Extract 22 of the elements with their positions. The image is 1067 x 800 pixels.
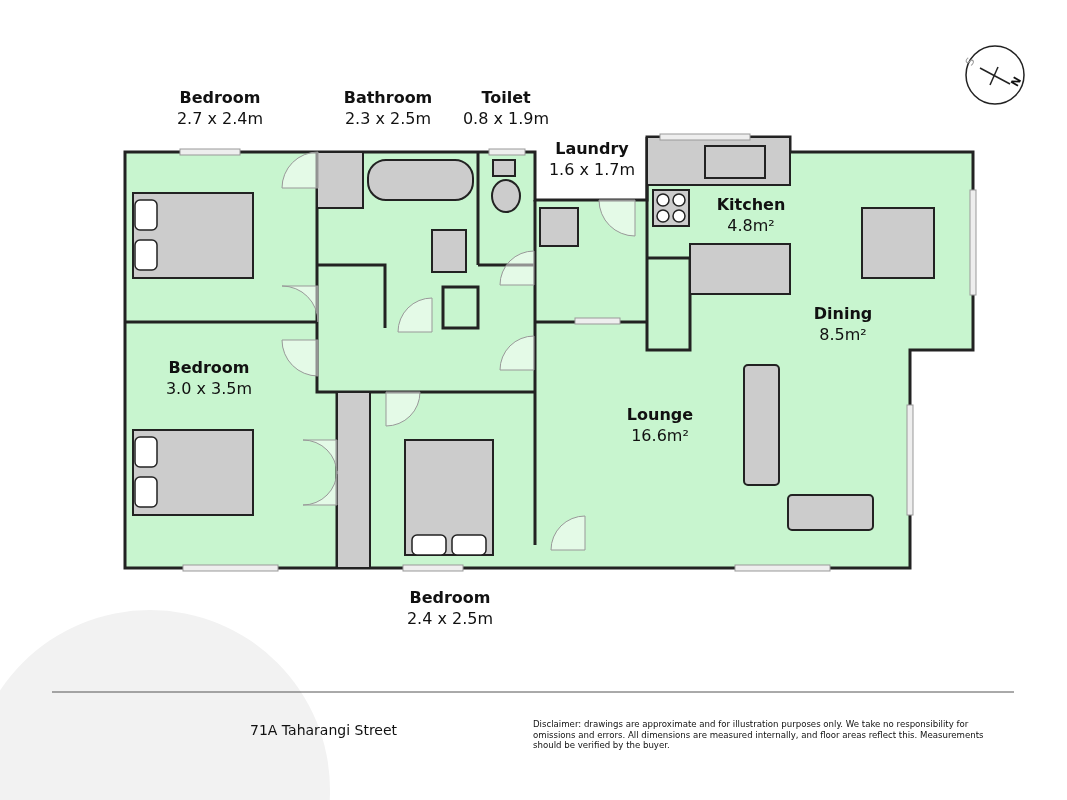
- room-name: Laundry: [554, 138, 630, 159]
- room-size: 2.7 x 2.4m: [176, 108, 264, 129]
- room-size: 1.6 x 1.7m: [548, 159, 636, 180]
- room-size: 2.4 x 2.5m: [406, 608, 494, 629]
- room-size: 16.6m²: [630, 425, 690, 446]
- room-name: Bedroom: [408, 587, 492, 608]
- room-name: Dining: [813, 303, 873, 324]
- room-size: 8.5m²: [818, 324, 868, 345]
- disclaimer-text: Disclaimer: drawings are approximate and for illustration purposes only. We take no responsibility for omissions and errors. All dimensions are measured internally, and floor areas reflect this. Measurements should be verified by the buyer.: [533, 719, 985, 752]
- compass-letter: S: [962, 55, 979, 69]
- room-name: Lounge: [626, 404, 694, 425]
- room-size: 3.0 x 3.5m: [165, 378, 253, 399]
- room-name: Bedroom: [178, 87, 262, 108]
- compass-letter: N: [1008, 74, 1025, 90]
- address-text: 71A Taharangi Street: [250, 722, 398, 740]
- room-size: 2.3 x 2.5m: [343, 108, 433, 129]
- room-size: 0.8 x 1.9m: [462, 108, 550, 129]
- room-name: Toilet: [480, 87, 532, 108]
- room-name: Kitchen: [716, 194, 786, 215]
- room-name: Bathroom: [343, 87, 433, 108]
- room-name: Bedroom: [167, 357, 251, 378]
- room-size: 4.8m²: [726, 215, 776, 236]
